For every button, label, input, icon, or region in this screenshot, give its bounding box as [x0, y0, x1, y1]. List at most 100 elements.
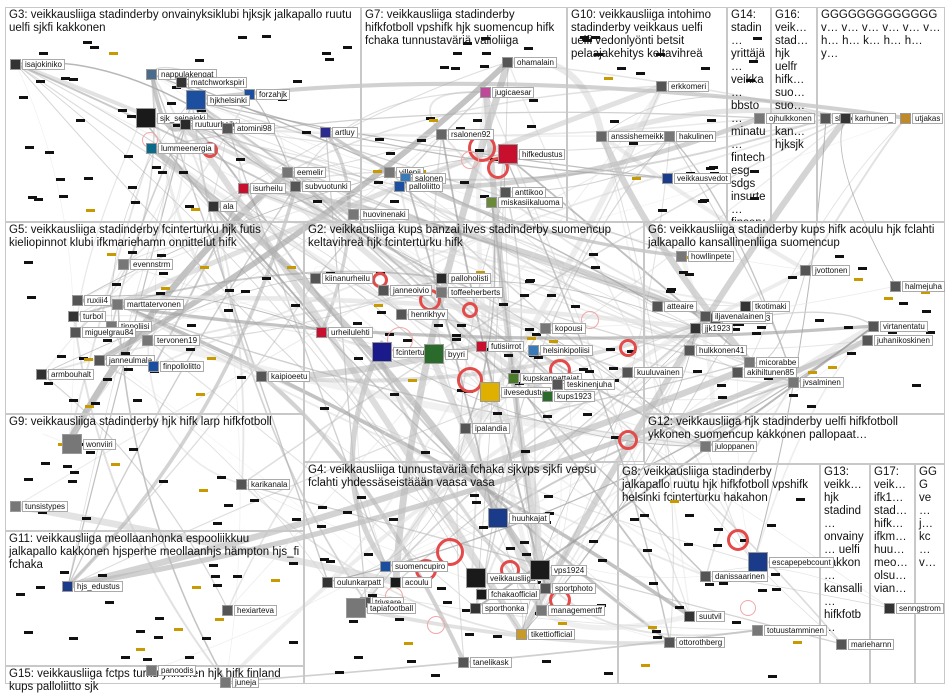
graph-node[interactable]: virtanentatu — [868, 320, 928, 332]
graph-node[interactable]: ottorothberg — [664, 636, 725, 648]
graph-node[interactable]: utjakas — [900, 112, 943, 124]
graph-node[interactable]: veikkausvedot — [662, 172, 731, 184]
graph-node[interactable]: howllinpete — [676, 250, 734, 262]
graph-node[interactable]: byyri — [424, 348, 468, 360]
graph-node[interactable]: acoulu — [390, 576, 432, 588]
node-label: jvottonen — [812, 265, 850, 276]
graph-node[interactable]: lummeenergia — [146, 142, 215, 154]
node-label: suomencupiro — [392, 561, 448, 572]
graph-node[interactable]: tervonen19 — [142, 334, 200, 346]
graph-node[interactable]: ojhulkkonen — [754, 112, 815, 124]
node-marker — [629, 142, 638, 145]
graph-node[interactable]: janneulmala — [94, 354, 155, 366]
avatar — [148, 361, 159, 372]
avatar — [868, 321, 879, 332]
graph-node[interactable]: kups1923 — [542, 390, 595, 402]
graph-node[interactable]: matchworkspiri — [176, 76, 247, 88]
graph-node[interactable]: panoodis — [146, 664, 196, 676]
graph-node[interactable]: kiinanurheilu — [310, 272, 373, 284]
graph-node[interactable]: juhanikoskinen — [862, 334, 933, 346]
graph-node[interactable]: tanelikask — [458, 656, 512, 668]
graph-node[interactable]: helsinkipoliisi — [528, 344, 593, 356]
graph-node[interactable]: ipalandia — [460, 422, 510, 434]
graph-node[interactable]: danissaarinen — [700, 570, 768, 582]
graph-node[interactable]: miguelgrau84 — [70, 326, 136, 338]
graph-node[interactable]: totuustamminen — [752, 624, 827, 636]
graph-node[interactable]: marieharnn — [836, 638, 894, 650]
graph-node[interactable]: teskinenjuha — [552, 378, 615, 390]
graph-node[interactable]: ruxiii4 — [72, 294, 111, 306]
graph-node[interactable]: juloppanen — [700, 440, 757, 452]
graph-node[interactable]: atomini98 — [222, 122, 275, 134]
graph-node[interactable]: eemelir — [282, 166, 326, 178]
node-marker — [421, 451, 430, 454]
graph-node[interactable]: huuhkajat — [488, 512, 550, 524]
graph-node[interactable]: ohamalain — [502, 56, 557, 68]
graph-node[interactable]: erkkomeri — [656, 80, 709, 92]
graph-node[interactable]: palloliitto — [394, 180, 443, 192]
node-marker — [922, 310, 931, 313]
graph-node[interactable]: juneja — [220, 676, 259, 688]
graph-node[interactable]: oulunkarpatt — [322, 576, 384, 588]
graph-node[interactable]: hexiarteva — [222, 604, 277, 616]
graph-node[interactable]: forzahjk — [244, 88, 290, 100]
graph-node[interactable]: ilvesedustus — [480, 386, 551, 398]
graph-node[interactable]: evennstrm — [118, 258, 173, 270]
graph-node[interactable]: hulkkonen41 — [684, 344, 747, 356]
graph-node[interactable]: karikanala — [236, 478, 290, 490]
graph-node[interactable]: subvuotunki — [290, 180, 351, 192]
graph-node[interactable]: palloholisti — [436, 272, 491, 284]
graph-node[interactable]: hjkhelsinki — [186, 94, 250, 106]
graph-node[interactable]: kuuluvainen — [622, 366, 683, 378]
graph-node[interactable]: rsalonen92 — [436, 128, 494, 140]
graph-node[interactable]: halmejuha — [890, 280, 945, 292]
graph-node[interactable]: miskasiikaluoma — [486, 196, 563, 208]
graph-node[interactable]: jvsalminen — [788, 376, 844, 388]
graph-node[interactable]: toffeeherberts — [436, 286, 503, 298]
graph-node[interactable]: kaipioeetu — [256, 370, 310, 382]
node-marker — [717, 384, 726, 387]
node-marker — [236, 158, 245, 161]
graph-node[interactable]: tikettiofficial — [516, 628, 575, 640]
graph-node[interactable]: hakulinen — [664, 130, 716, 142]
graph-node[interactable]: jugicaesar — [480, 86, 534, 98]
graph-node[interactable]: urheilulehti — [316, 326, 373, 338]
graph-node[interactable]: escapepebcount — [748, 556, 834, 568]
graph-node[interactable]: kopousi — [540, 322, 586, 334]
graph-node[interactable]: sportphoto — [540, 582, 596, 594]
graph-node[interactable]: suutvil — [684, 610, 725, 622]
graph-node[interactable]: hifkedustus — [498, 148, 565, 160]
graph-node[interactable]: sporthonka — [470, 602, 528, 614]
graph-node[interactable]: jjk1923 — [690, 322, 733, 334]
graph-node[interactable]: wonviiri — [62, 438, 116, 450]
graph-node[interactable]: jvottonen — [800, 264, 850, 276]
graph-node[interactable]: henrikhyv — [396, 308, 448, 320]
graph-node[interactable]: iljavenalainen — [700, 310, 766, 322]
graph-node[interactable]: suomencupiro — [380, 560, 448, 572]
graph-node[interactable]: tunsistypes — [10, 500, 68, 512]
graph-node[interactable]: vps1924 — [530, 564, 587, 576]
graph-node[interactable]: turbol — [68, 310, 106, 322]
node-label: huuhkajat — [509, 513, 550, 524]
graph-node[interactable]: atteaire — [652, 300, 697, 312]
graph-node[interactable]: futisiirrot — [476, 340, 524, 352]
graph-node[interactable]: managementff — [536, 604, 605, 616]
graph-node[interactable]: artluy — [320, 126, 358, 138]
graph-node[interactable]: armbouhalt — [36, 368, 94, 380]
graph-node[interactable]: huovinenaki — [348, 208, 409, 220]
graph-node[interactable]: isurheilu — [238, 182, 286, 194]
graph-node[interactable]: fchakaofficial — [476, 588, 540, 600]
avatar — [378, 285, 389, 296]
graph-node[interactable]: anssishemeikka — [596, 130, 671, 142]
avatar — [256, 371, 267, 382]
graph-node[interactable]: ala — [208, 200, 237, 212]
graph-node[interactable]: tapiafootball — [346, 602, 416, 614]
graph-node[interactable]: senngstrom — [884, 602, 944, 614]
graph-node[interactable]: marttatervonen — [112, 298, 184, 310]
graph-node[interactable]: finpollolitto — [148, 360, 204, 372]
graph-node[interactable]: isajokiniko — [10, 58, 65, 70]
graph-node[interactable]: janneoivio — [378, 284, 432, 296]
graph-node[interactable]: karhunen_ — [840, 112, 896, 124]
graph-node[interactable]: hjs_edustus — [62, 580, 123, 592]
graph-node[interactable]: veikkausliiga — [466, 572, 538, 584]
